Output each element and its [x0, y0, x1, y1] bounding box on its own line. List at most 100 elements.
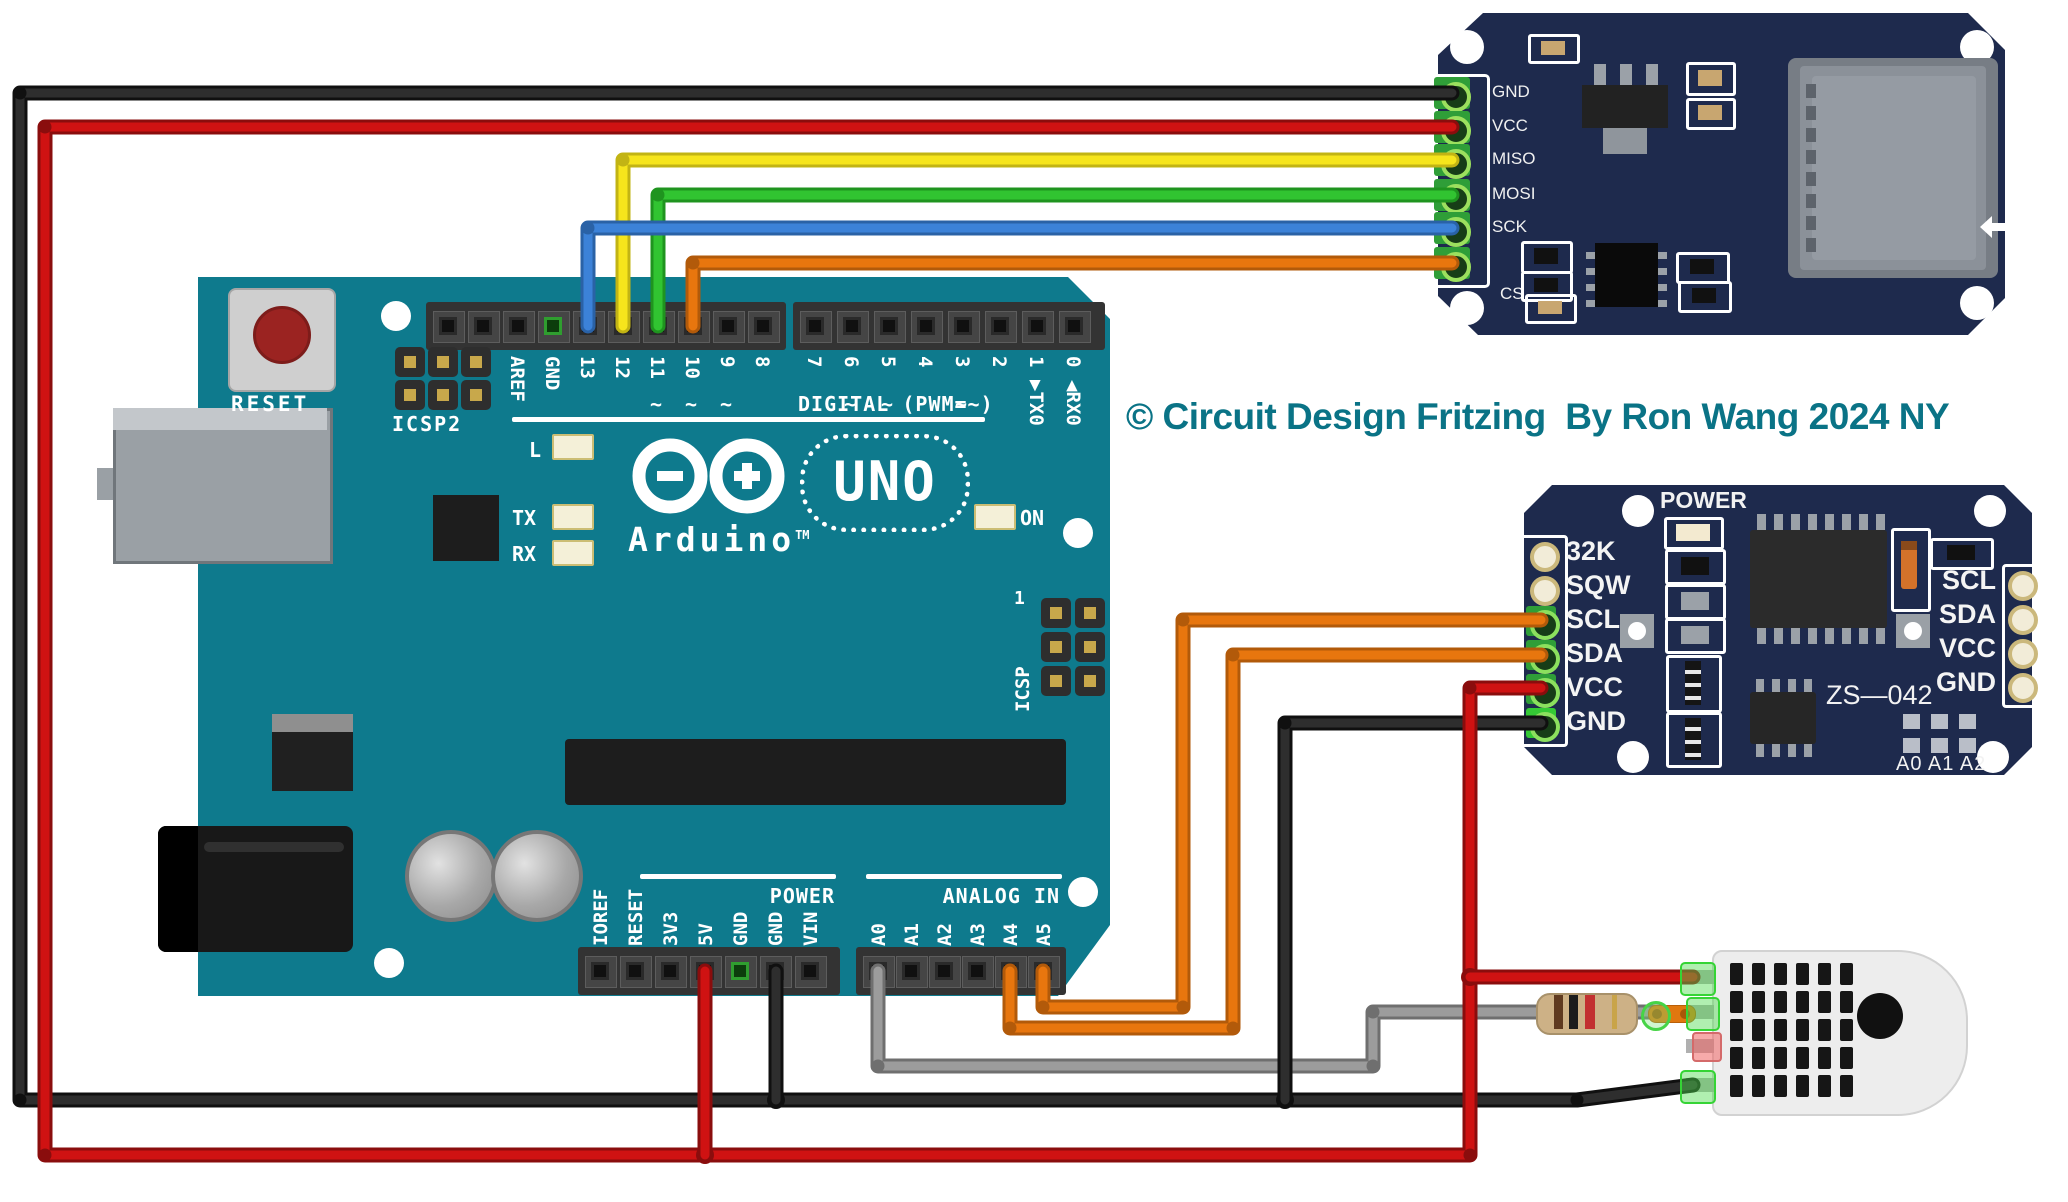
- pin-hole: [731, 962, 749, 980]
- chip-leg: [1774, 514, 1783, 530]
- pin-hole: [902, 962, 920, 980]
- rtc-pin-label: SDA: [1938, 599, 1996, 629]
- connection-glow: [1641, 1001, 1671, 1031]
- card-contact: [1806, 150, 1816, 164]
- dht-vent-slot: [1730, 963, 1743, 985]
- wire-a0-data-bend: [1366, 1005, 1380, 1019]
- pwm-tilde: ~: [650, 392, 663, 416]
- usb-controller-chip: [433, 495, 499, 561]
- icsp-pin-pad: [1084, 607, 1096, 619]
- smd-part: [1665, 584, 1726, 620]
- icsp-pin-pad: [470, 389, 482, 401]
- pin-hole: [649, 317, 667, 335]
- dht-vent-slot: [1796, 991, 1809, 1013]
- pin-label: 10: [681, 356, 703, 379]
- pin-hole: [1034, 962, 1052, 980]
- chip-leg: [1586, 300, 1595, 307]
- mounting-hole: [374, 948, 404, 978]
- sd-pin-ring: [1441, 184, 1471, 214]
- pin-label: A5: [1033, 923, 1055, 946]
- wire-a4-sda-bend: [1003, 1021, 1017, 1035]
- wire-miso-bend: [616, 153, 630, 167]
- led-on-label: ON: [1020, 506, 1045, 530]
- chip-leg: [1756, 679, 1764, 692]
- rtc-pin-ring: [1530, 678, 1560, 708]
- sd-regulator: [1582, 85, 1668, 128]
- led-rx-label: RX: [512, 542, 537, 566]
- wire-gnd-rail-bend: [13, 86, 27, 100]
- sd-pin-label: VCC: [1492, 116, 1528, 135]
- led-tx-label: TX: [512, 506, 537, 530]
- icsp-pin1-label: 1: [1014, 588, 1025, 609]
- chip-leg: [1756, 744, 1764, 757]
- usb-tab: [97, 468, 113, 500]
- icsp-pin-pad: [1084, 641, 1096, 653]
- dht-vent-slot: [1818, 1047, 1831, 1069]
- wire-rtc-gnd-bend: [1278, 716, 1292, 730]
- voltage-regulator-tab: [272, 714, 353, 732]
- chip-leg: [1842, 514, 1851, 530]
- power-caption: POWER: [769, 884, 835, 908]
- icsp-pin-pad: [1050, 675, 1062, 687]
- pin-hole: [626, 962, 644, 980]
- arduino-brand-text: ArduinoTM: [628, 520, 810, 559]
- wire-gnd-rail-bend: [1570, 1093, 1584, 1107]
- mounting-hole: [1450, 30, 1484, 64]
- capacitor-box: [1891, 528, 1931, 612]
- chip-leg: [1620, 64, 1632, 85]
- dht-vent-slot: [1840, 963, 1853, 985]
- pin-hole: [1065, 317, 1083, 335]
- wire-a0-data-bend: [871, 1059, 885, 1073]
- wire-sck-bend: [581, 221, 595, 235]
- sd-level-shifter-chip: [1595, 243, 1658, 307]
- mounting-hole: [1622, 495, 1654, 527]
- icsp-pin-pad: [437, 356, 449, 368]
- rtc-pin-ring: [2008, 639, 2038, 669]
- pwm-tilde: ~: [881, 392, 894, 416]
- rtc-pin-ring: [1530, 576, 1560, 606]
- dht-vent-slot: [1774, 963, 1787, 985]
- dht-vent-slot: [1752, 1019, 1765, 1041]
- pin-label: RESET: [625, 888, 647, 946]
- resistor-network: [1666, 712, 1722, 768]
- rtc-pin-ring: [2008, 673, 2038, 703]
- chip-leg: [1594, 64, 1606, 85]
- dht-vent-slot: [1752, 1047, 1765, 1069]
- icsp-label: ICSP: [1012, 666, 1034, 712]
- chip-leg: [1757, 628, 1766, 644]
- sd-pin-label: GND: [1492, 82, 1530, 101]
- pin-label: 3V3: [660, 911, 682, 946]
- pin-label: 8: [751, 356, 773, 368]
- analog-separator: [866, 874, 1062, 879]
- mounting-hole: [1974, 495, 2006, 527]
- usb-port: [113, 408, 333, 564]
- pin-hole: [766, 962, 784, 980]
- rx0-label: ◀RX0: [1062, 380, 1084, 426]
- wire-vcc-rail-bend: [1463, 1148, 1477, 1162]
- smd-resistor: [1525, 294, 1577, 324]
- dht22-vent-hole: [1857, 993, 1903, 1039]
- card-contact: [1806, 106, 1816, 120]
- chip-leg: [1646, 64, 1658, 85]
- sd-pin-ring: [1441, 82, 1471, 112]
- wire-a5-scl-outline: [1035, 612, 1549, 1015]
- pin-hole: [991, 317, 1009, 335]
- pwm-tilde: ~: [685, 392, 698, 416]
- chip-leg: [1876, 628, 1885, 644]
- rtc-pin-ring: [1530, 610, 1560, 640]
- dht-vent-slot: [1730, 1047, 1743, 1069]
- chip-leg: [1772, 744, 1780, 757]
- wire-a5-scl-bend: [1176, 1000, 1190, 1014]
- dht-vent-slot: [1774, 991, 1787, 1013]
- chip-leg: [1658, 284, 1667, 291]
- dht-vent-slot: [1818, 963, 1831, 985]
- dht-vent-slot: [1774, 1047, 1787, 1069]
- rtc-pin-label: GND: [1936, 667, 1996, 697]
- pin-hole: [880, 317, 898, 335]
- rtc-power-label: POWER: [1660, 487, 1747, 513]
- capacitor: [405, 830, 497, 922]
- connection-glow: [1680, 962, 1716, 996]
- rtc-pin-label: 32K: [1566, 536, 1616, 566]
- dht-vent-slot: [1774, 1075, 1787, 1097]
- power-jack-highlight: [204, 842, 344, 852]
